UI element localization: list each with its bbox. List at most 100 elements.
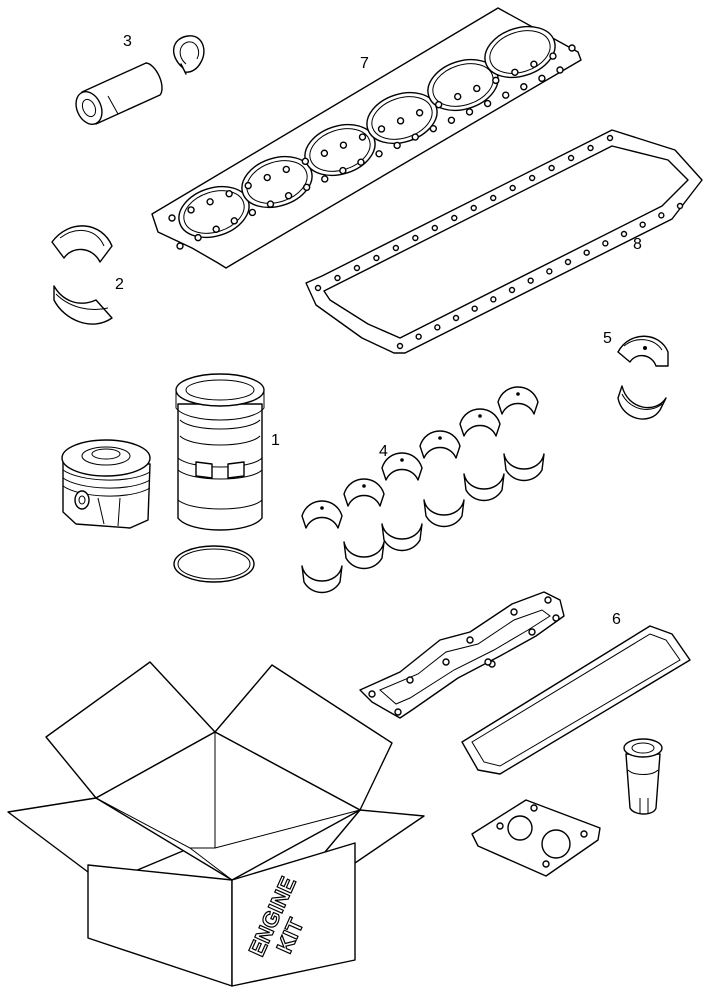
gasket-hole: [334, 274, 341, 282]
callout-6: 6: [612, 611, 621, 628]
gasket-hole: [447, 116, 456, 124]
gasket-hole: [520, 83, 528, 91]
gasket-hole: [302, 183, 311, 192]
gasket-hole: [471, 305, 478, 312]
gasket-hole: [375, 150, 383, 158]
conrod-bearings: [301, 386, 545, 594]
bearing-shell-upper: [343, 478, 385, 507]
gasket-hole: [244, 181, 252, 190]
gasket-hole: [353, 264, 361, 272]
callout-8: 8: [633, 236, 642, 253]
gasket-hole: [442, 658, 450, 666]
gasket-hole: [465, 108, 474, 116]
gasket-hole: [393, 141, 401, 150]
sleeve-plug: [623, 738, 663, 815]
gasket-hole: [502, 91, 510, 99]
cover-gasket-b: [461, 625, 691, 775]
gasket-hole: [538, 74, 546, 83]
bearing-halves-5: [617, 335, 669, 420]
cylinder-bore-ring: [432, 63, 494, 107]
bearing-halves-2: [51, 225, 113, 325]
piston: [61, 439, 151, 529]
gasket-hole: [301, 157, 310, 166]
gasket-hole: [470, 204, 477, 212]
bearing-shell-lower: [463, 473, 505, 502]
flange-gasket: [471, 799, 601, 877]
gasket-hole: [552, 614, 560, 622]
gasket-hole: [412, 234, 419, 242]
gasket-hole: [676, 202, 684, 210]
gasket-hole: [392, 244, 400, 252]
gasket-hole: [176, 242, 184, 250]
gasket-hole: [639, 221, 646, 228]
gasket-hole: [434, 324, 441, 331]
cylinder-bore-ring: [371, 96, 433, 140]
gasket-hole: [396, 342, 404, 350]
gasket-hole: [466, 636, 474, 644]
cover-gasket-a: [359, 591, 565, 719]
bearing-shell-upper: [497, 386, 539, 415]
gasket-hole: [368, 690, 376, 698]
gasket-hole: [212, 225, 220, 233]
gasket-hole: [339, 141, 348, 149]
callout-5: 5: [603, 330, 612, 347]
bearing-shell-lower: [381, 523, 423, 552]
gasket-hole: [454, 92, 462, 101]
gasket-hole: [484, 658, 492, 666]
gasket-hole: [411, 133, 419, 141]
gasket-hole: [373, 254, 380, 262]
gasket-hole: [492, 76, 500, 85]
gasket-hole: [587, 144, 594, 152]
cylinder-bore-ring: [489, 30, 551, 74]
gasket-hole: [321, 175, 329, 183]
gasket-hole: [358, 133, 367, 141]
gasket-hole: [396, 117, 405, 125]
gasket-hole: [434, 100, 443, 109]
bearing-shell-upper: [301, 500, 343, 529]
gasket-hole: [568, 44, 576, 52]
gasket-hole: [451, 214, 458, 222]
cylinder-head-gasket: [151, 7, 582, 269]
gasket-hole: [567, 154, 575, 162]
gasket-hole: [320, 149, 329, 157]
piston-pin: [75, 62, 163, 125]
gasket-hole: [429, 124, 438, 133]
gasket-hole: [606, 134, 614, 142]
gasket-hole: [527, 277, 534, 284]
gasket-hole: [284, 192, 293, 200]
callout-7: 7: [360, 55, 369, 72]
bearing-shell-lower: [343, 541, 385, 570]
gasket-hole: [282, 165, 290, 174]
gasket-hole: [549, 52, 557, 60]
gasket-hole: [511, 68, 519, 76]
gasket-hole: [206, 198, 214, 206]
gasket-hole: [544, 596, 552, 604]
gasket-hole: [187, 206, 195, 214]
gasket-hole: [431, 224, 438, 232]
gasket-hole: [602, 240, 609, 247]
gasket-hole: [528, 628, 536, 636]
gasket-hole: [528, 174, 536, 182]
gasket-hole: [225, 190, 233, 198]
gasket-hole: [483, 99, 492, 108]
o-ring: [173, 545, 255, 583]
oil-pan-gasket: [305, 129, 703, 354]
gasket-hole: [510, 608, 518, 616]
gasket-hole: [620, 230, 628, 238]
gasket-hole: [415, 109, 424, 117]
gasket-hole: [415, 333, 422, 340]
bearing-shell-upper: [459, 408, 501, 437]
cylinder-bore: [241, 155, 313, 209]
gasket-hole: [556, 66, 564, 74]
gasket-hole: [490, 296, 497, 303]
engine-kit-box: ENGINE KIT: [7, 661, 425, 987]
gasket-hole: [473, 84, 481, 93]
circlip: [173, 35, 205, 75]
gasket-hole: [263, 173, 271, 182]
gasket-hole: [377, 125, 386, 133]
gasket-hole: [508, 286, 516, 294]
bearing-shell-upper: [381, 452, 423, 481]
callout-3: 3: [123, 33, 132, 50]
callout-1: 1: [271, 432, 280, 449]
